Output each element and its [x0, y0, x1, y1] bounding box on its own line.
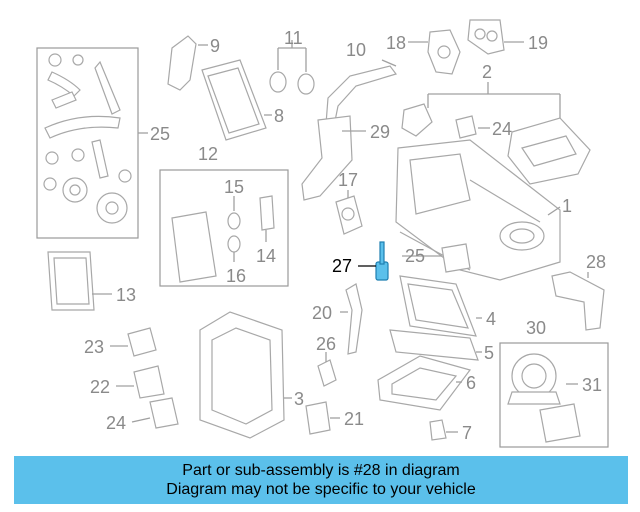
banner-line-2: Diagram may not be specific to your vehi…	[166, 481, 476, 498]
callout-16: 16	[226, 266, 246, 286]
callout-8: 8	[274, 106, 284, 126]
part-5-cover	[389, 329, 479, 361]
callout-19: 19	[528, 33, 548, 53]
part-21-module	[305, 401, 331, 435]
part-7-fastener	[429, 419, 447, 441]
callout-4: 4	[486, 309, 496, 329]
callout-32: 31	[582, 375, 602, 395]
part-28-highlighted	[358, 241, 389, 281]
callout-14: 14	[256, 246, 276, 266]
callout-24b: 24	[106, 413, 126, 433]
part-24-bracket	[149, 397, 179, 429]
group-box-26	[36, 47, 139, 239]
callout-28: 27	[332, 256, 352, 276]
part-27-sensor	[317, 359, 337, 387]
part-1-hvac-housing	[395, 139, 561, 281]
callout-1: 1	[562, 196, 572, 216]
callout-9: 9	[210, 36, 220, 56]
part-9	[167, 35, 197, 91]
part-2-seal-a	[401, 103, 433, 137]
callout-22: 22	[90, 377, 110, 397]
part-2-duct	[507, 117, 591, 185]
callout-11: 11	[284, 28, 303, 48]
part-26-linkage	[43, 53, 132, 224]
part-11-oring-b	[297, 73, 315, 95]
part-29-bracket	[551, 271, 605, 331]
callout-15: 15	[224, 177, 244, 197]
callout-10: 10	[346, 40, 366, 60]
callout-29: 28	[586, 252, 606, 272]
part-12-expansion-valve-kit	[171, 195, 275, 283]
callout-24a: 24	[492, 119, 512, 139]
part-32-resistor	[539, 403, 581, 443]
info-banner: Part or sub-assembly is #28 in diagram D…	[14, 456, 628, 504]
part-30-bracket	[301, 115, 353, 201]
callout-25: 25	[405, 246, 425, 266]
part-6-plate	[377, 355, 472, 411]
part-23-bracket	[127, 327, 157, 357]
group-box-31	[499, 342, 609, 448]
callout-31: 30	[526, 318, 546, 338]
callout-7: 7	[462, 423, 472, 443]
part-18-seal	[427, 29, 461, 75]
callout-2: 2	[482, 62, 492, 82]
part-10-pipe	[325, 65, 397, 127]
callout-18: 18	[386, 33, 406, 53]
callout-12: 12	[198, 144, 218, 164]
part-20-hose	[345, 283, 363, 355]
callout-6: 6	[466, 373, 476, 393]
part-3-lower-housing	[199, 311, 285, 439]
callout-13: 13	[116, 285, 136, 305]
callout-21: 21	[344, 409, 364, 429]
part-25-actuator	[441, 243, 471, 273]
banner-line-1: Part or sub-assembly is #28 in diagram	[182, 462, 460, 479]
group-box-12	[159, 169, 289, 287]
callout-23: 23	[84, 337, 104, 357]
callout-20: 20	[312, 303, 332, 323]
parts-diagram: 9 11 10 18 19 2 8 24 29 25 12 17 15 1 14…	[36, 19, 609, 448]
callout-27: 26	[316, 334, 336, 354]
part-13-filter	[47, 251, 95, 311]
leader-lines	[92, 40, 589, 433]
part-22-bracket	[133, 365, 165, 399]
part-31-blower-motor	[507, 353, 561, 405]
part-19-seal	[467, 19, 505, 55]
part-17-sensor	[335, 195, 363, 235]
part-24-clip	[455, 115, 477, 139]
callout-5: 5	[484, 343, 494, 363]
callout-30: 29	[370, 122, 390, 142]
part-4-filter	[399, 275, 477, 337]
callout-26: 25	[150, 124, 170, 144]
part-8-evaporator	[201, 59, 267, 141]
callout-3: 3	[294, 389, 304, 409]
part-11-oring-a	[269, 71, 287, 93]
callout-17: 17	[338, 170, 358, 190]
